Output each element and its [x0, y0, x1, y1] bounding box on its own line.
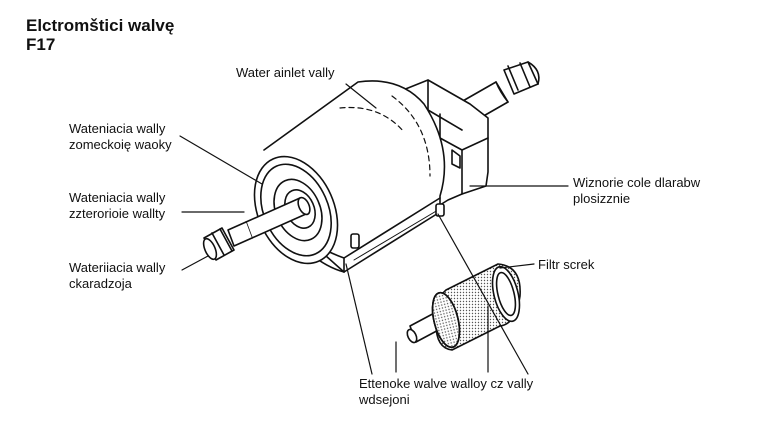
diagram-title: Elctromštici walvę F17: [26, 16, 174, 54]
title-line-1: Elctromštici walvę: [26, 16, 175, 35]
leader-left-bottom: [181, 255, 209, 271]
leader-water-inlet: [345, 83, 377, 109]
leader-bottom-a: [345, 263, 373, 375]
label-left-mid: Wateniacia wally zzterorioie wallty: [69, 190, 166, 221]
title-line-2: F17: [26, 35, 56, 54]
leader-filter: [499, 263, 535, 269]
label-left-bottom: Wateriiacia wally ckaradzoja: [69, 260, 166, 291]
label-water-inlet: Water ainlet vally: [236, 65, 335, 80]
leader-left-top: [179, 135, 263, 185]
filter-screen: [406, 263, 521, 351]
label-right-top: Wiznorie cole dlarabw plosizznie: [573, 175, 701, 206]
leader-lines: [179, 83, 569, 375]
leader-bottom-b: [437, 213, 529, 375]
inlet-fitting: [202, 196, 311, 261]
label-filter: Filtr screk: [538, 257, 595, 272]
label-bottom: Ettenoke walve walloy cz vally wdsejoni: [359, 376, 534, 407]
label-left-top: Wateniacia wally zomeckoię waoky: [69, 121, 172, 152]
